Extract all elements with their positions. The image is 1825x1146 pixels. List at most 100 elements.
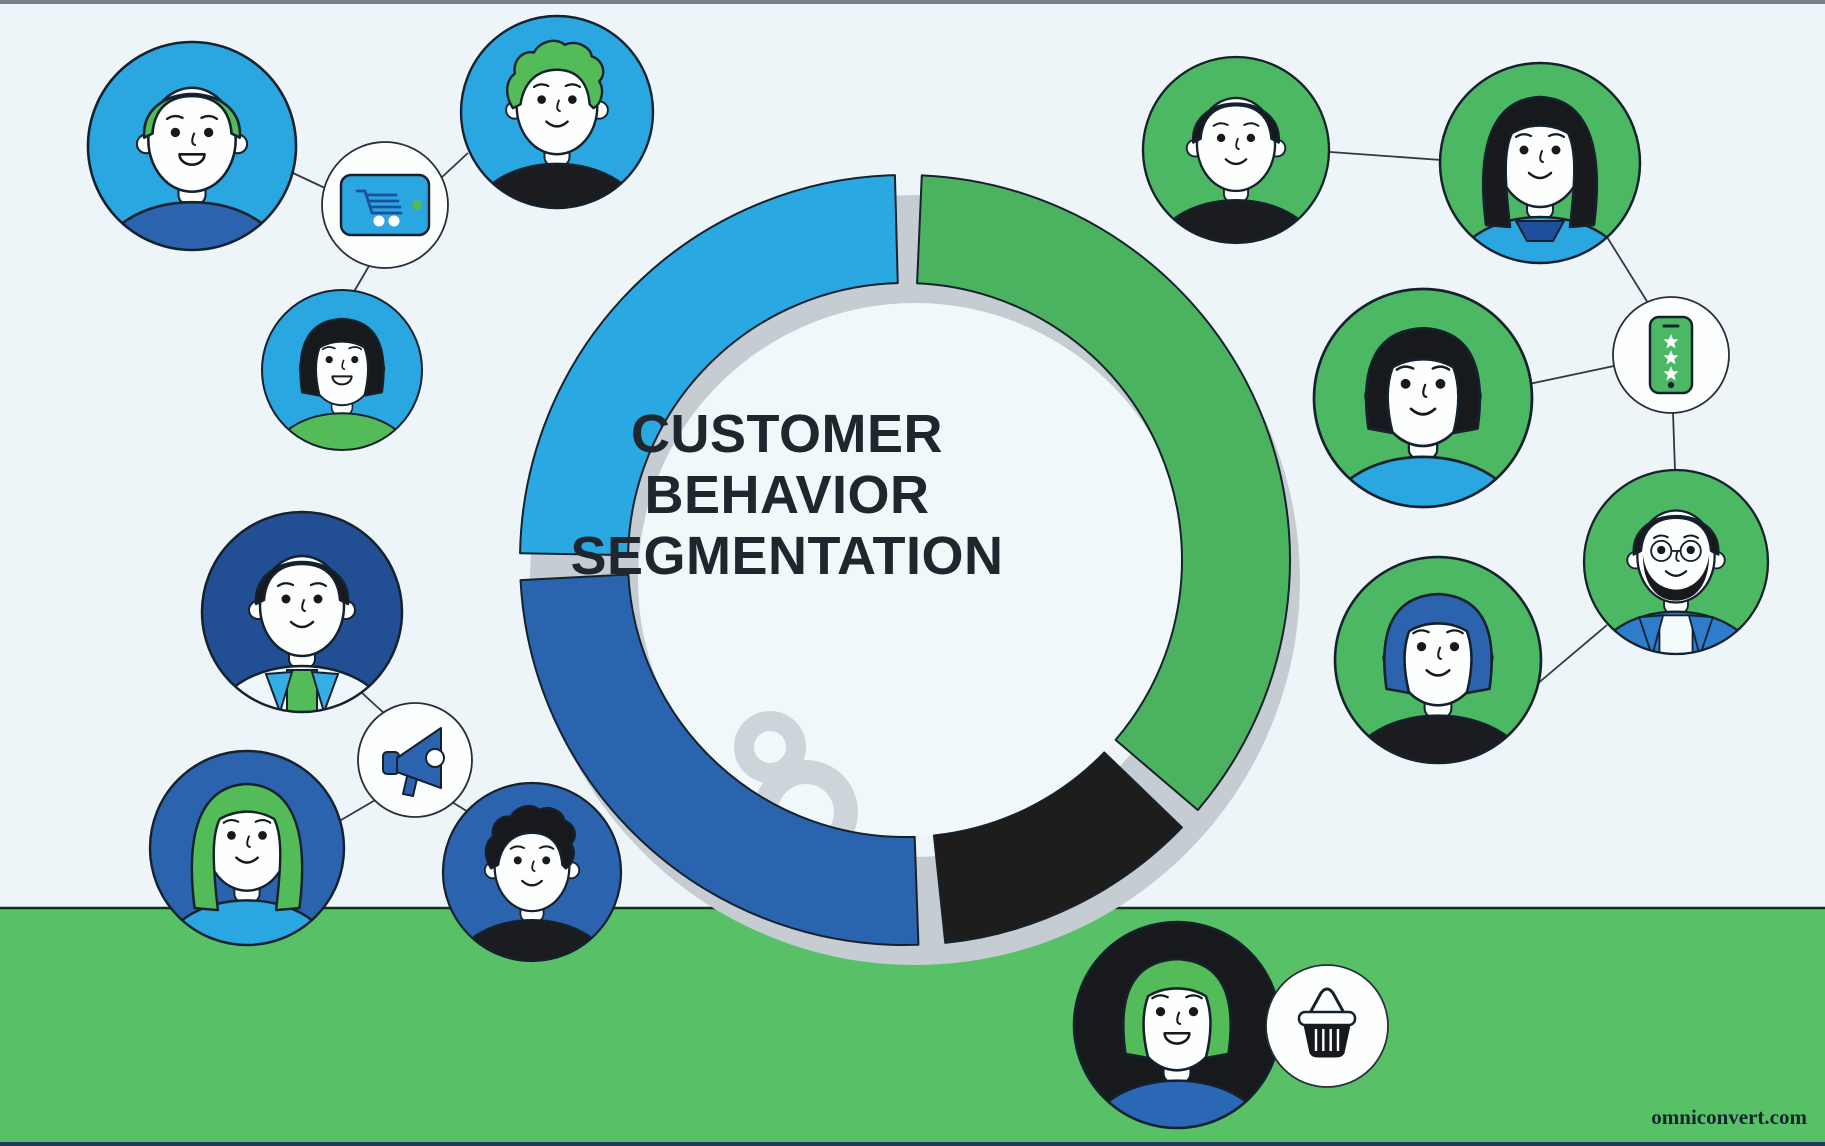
hair	[1364, 326, 1482, 435]
eye-left	[1155, 1006, 1166, 1017]
watermark-ring	[734, 711, 806, 783]
avatar-labcoat-man-body	[202, 512, 402, 712]
collar	[1514, 220, 1566, 242]
eye-right	[258, 831, 267, 840]
megaphone-icon	[357, 702, 473, 818]
eye-right	[1188, 1006, 1199, 1017]
brow-right	[348, 346, 363, 351]
brow-right	[254, 819, 272, 824]
brow-left	[1652, 534, 1669, 540]
eye-left	[537, 95, 546, 104]
shopping-cart-icon	[321, 141, 449, 269]
brow-left	[1212, 122, 1229, 127]
nose	[1422, 383, 1428, 398]
brow-left	[222, 819, 240, 824]
phone-star-2	[1663, 350, 1679, 365]
shoulders	[1346, 714, 1530, 763]
mouth-open	[178, 153, 206, 167]
nose	[301, 599, 306, 612]
phone-home-dot	[1667, 381, 1675, 389]
brow-right	[539, 845, 555, 850]
mouth-smile	[1527, 171, 1553, 180]
avatar-green-hair-woman	[148, 749, 346, 947]
brow-right	[564, 83, 582, 89]
avatar-long-hair-woman	[1438, 61, 1642, 265]
nose	[1675, 550, 1680, 562]
basket-bar	[1297, 1010, 1357, 1027]
lapel-left	[264, 670, 294, 712]
nose	[556, 99, 561, 112]
shoulders	[1593, 610, 1759, 655]
connector-lines	[292, 151, 1676, 824]
brow-right	[1446, 629, 1464, 635]
hair	[1632, 514, 1720, 556]
brand-credit: omniconvert.com	[1651, 1105, 1807, 1129]
hair	[142, 92, 242, 139]
connector-line	[335, 798, 378, 824]
basket-handle	[1308, 987, 1346, 1015]
beard	[1642, 554, 1710, 601]
donut-chart	[519, 174, 1300, 965]
brow-left	[1514, 133, 1533, 139]
eye-right	[1686, 545, 1695, 555]
title-line-2: BEHAVIOR	[644, 465, 930, 525]
brow-right	[1683, 534, 1700, 540]
avatar-circle-outline	[260, 288, 424, 452]
title-line-1: CUSTOMER	[630, 404, 944, 464]
brow-left	[165, 114, 184, 121]
nose	[1235, 137, 1240, 150]
eye-left	[513, 856, 522, 865]
eye-left	[1216, 133, 1226, 143]
connector-line	[1535, 624, 1608, 686]
brow-left	[1395, 365, 1415, 371]
basket-icon	[1265, 964, 1389, 1088]
brow-left	[509, 845, 525, 850]
cart-glyph	[355, 189, 403, 215]
brow-right	[1547, 133, 1566, 139]
shoulders	[160, 899, 334, 946]
hair	[299, 317, 385, 397]
avatar-black-circle-woman-body	[1074, 922, 1280, 1128]
donut-green-segment	[916, 174, 1291, 812]
hair	[1481, 95, 1599, 229]
shoulders	[1325, 455, 1521, 508]
eye-left	[1519, 145, 1529, 155]
avatar-curly-black-man-body	[443, 783, 621, 961]
connector-line	[1672, 412, 1676, 471]
nose	[1437, 646, 1443, 660]
bottom-border	[0, 1142, 1825, 1146]
shoulders	[452, 918, 612, 961]
eye-right	[1246, 133, 1256, 143]
eye-right	[1449, 641, 1460, 652]
avatar-circle-outline	[86, 40, 298, 252]
brow-right	[1185, 994, 1203, 1000]
mouth-smile	[235, 856, 259, 864]
avatar-circle-outline	[148, 749, 346, 947]
avatar-glasses-man	[1582, 468, 1770, 656]
hair	[506, 39, 605, 110]
cart-wheel-left	[373, 215, 385, 227]
avatar-bob-woman-blue	[260, 288, 424, 452]
shoulders	[1085, 1079, 1269, 1128]
hair	[190, 782, 304, 912]
eye-right	[203, 127, 214, 138]
avatar-black-hair-man	[1141, 55, 1331, 245]
brow-left	[1151, 994, 1169, 1000]
brow-left	[321, 346, 336, 351]
eye-right	[351, 356, 359, 364]
avatar-black-circle-woman	[1072, 920, 1282, 1130]
avatar-blue-hair-woman	[1333, 555, 1543, 765]
brow-right	[1243, 122, 1260, 127]
donut-dark-blue-segment	[519, 573, 920, 946]
phone-star-1	[1663, 334, 1679, 349]
hair	[1122, 957, 1232, 1060]
title-line-3: SEGMENTATION	[570, 526, 1004, 586]
avatar-curly-black-man	[441, 781, 623, 963]
avatar-bob-woman-blue-body	[262, 290, 422, 451]
avatar-circle-outline	[1582, 468, 1770, 656]
brow-left	[532, 83, 550, 89]
hair	[1192, 102, 1280, 144]
avatar-circle-outline	[1141, 55, 1331, 245]
avatar-circle-outline	[1438, 61, 1642, 265]
donut-light-blue-segment	[519, 174, 899, 557]
